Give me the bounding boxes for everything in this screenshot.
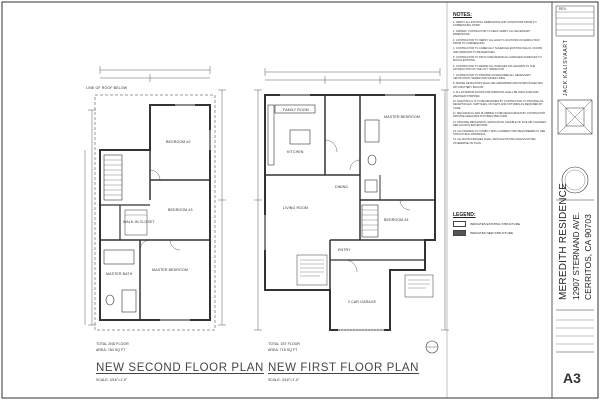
title-block [555,5,595,353]
note-item: 12. PROVIDE MECHANICAL VENTILATION CAPAB… [453,120,546,128]
new-swatch-icon [453,230,466,236]
note-item: 4. CONTRACTOR TO CAREFULLY SCHEDULE EXIS… [453,47,543,54]
sheet-number: A3 [563,370,581,386]
room-label-roof-note: LINE OF ROOF BELOW [86,86,128,90]
note-item: 9. ALL EXTERIOR DOORS AND WINDOWS SHALL … [453,91,539,98]
second-floor-scale: SCALE: 3/16"=1'-0" [96,378,128,382]
legend-heading: LEGEND: [453,212,476,218]
second-floor-area-label: TOTAL 2ND FLOOR [96,342,129,346]
second-floor-area-value: AREA: 784 SQ FT [96,348,126,352]
note-item: 2. OWNER / CONTRACTOR TO FIELD VERIFY AL… [453,29,531,37]
legend-label: INDICATES EXISTING STRUCTURE [470,222,520,226]
notes-heading: NOTES: [453,12,472,18]
legend: LEGEND: INDICATES EXISTING STRUCTURE IND… [453,212,548,236]
room-label-bedroom-3: BEDROOM #3 [168,208,193,212]
note-item: 13. ALL FRAMING TO COMPLY WITH CURRENT C… [453,129,546,136]
room-label-kitchen: KITCHEN [287,150,304,154]
note-item: 6. CONTRACTOR TO REPAIR ALL DAMAGES OR H… [453,64,536,72]
note-item: 1. VERIFY ALL EXISTING DIMENSIONS AND CO… [453,21,537,28]
revisions-heading: REV. [559,7,567,11]
note-item: 7. CONTRACTOR TO PROVIDE AS REQUIRED ALL… [453,73,531,80]
room-label-master-bedroom: MASTER BEDROOM [152,268,188,272]
room-label-dining: DINING [335,185,349,189]
room-label-garage: 2 CAR GARAGE [348,300,377,304]
note-item: 8. SMOKE DETECTORS SHALL BE HARDWIRED AN… [453,82,543,89]
first-floor-area-label: TOTAL 1ST FLOOR [268,342,301,346]
first-floor-area-value: AREA: 715 SQ FT [268,348,298,352]
firm-name: JACK KALISVAART [563,39,569,96]
first-floor-title: NEW FIRST FLOOR PLAN [268,362,420,374]
project-address-line2: CERRITOS, CA 90703 [583,214,593,300]
second-floor-title: NEW SECOND FLOOR PLAN [96,362,264,374]
note-item: 11. MECHANICAL AND PLUMBING TO BE DESIGN… [453,112,546,119]
room-label-master-bedroom-1st: MASTER BEDROOM [384,115,420,119]
first-floor-plan [254,68,449,354]
architect-seal [561,166,589,194]
general-notes: NOTES: 1. VERIFY ALL EXISTING DIMENSIONS… [453,12,548,147]
legend-item-new: INDICATES NEW STRUCTURE [453,230,548,236]
legend-label: INDICATES NEW STRUCTURE [470,231,513,235]
note-item: 14. ALL ROOM FINISHES SHALL MATCH EXISTI… [453,138,536,145]
room-label-bedroom-2: BEDROOM #2 [166,140,191,144]
second-floor-plan [84,66,226,331]
note-item: 5. CONTRACTOR TO PATCH AND REPAIR ALL DA… [453,56,542,63]
firm-logo [557,99,593,135]
project-name: MEREDITH RESIDENCE [558,183,569,300]
room-label-master-bath: MASTER BATH [106,272,133,276]
existing-swatch-icon [453,221,466,227]
room-label-family-room: FAMILY ROOM [283,108,309,112]
room-label-living-room: LIVING ROOM [283,206,309,210]
room-label-walkin-closet: WALK-IN CLOSET [123,220,155,224]
room-label-bedroom-4: BEDROOM #4 [384,218,409,222]
note-item: 10. ELECTRICAL IS TO BE DESIGNED BY CONT… [453,100,544,110]
first-floor-scale: SCALE: 3/16"=1'-0" [268,378,300,382]
project-address-line1: 12907 STERNAND AVE. [572,212,581,300]
note-item: 3. CONTRACTOR TO VERIFY ALL EXACT LOCATI… [453,38,540,45]
legend-item-existing: INDICATES EXISTING STRUCTURE [453,221,548,227]
room-label-entry: ENTRY [338,248,351,252]
